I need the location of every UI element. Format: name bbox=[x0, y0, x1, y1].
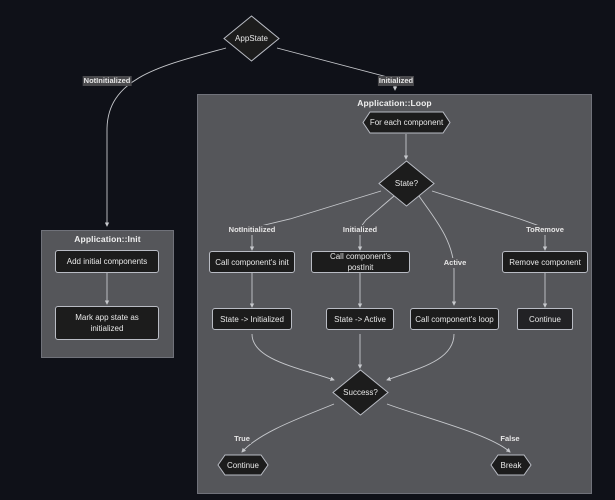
node-continue-remove[interactable]: Continue bbox=[517, 308, 573, 330]
node-for-each-component[interactable]: For each component bbox=[362, 111, 451, 134]
node-break-false-label: Break bbox=[500, 460, 522, 470]
subgraph-loop-title: Application::Loop bbox=[357, 98, 432, 108]
node-mark-app-state-label: Mark app state as initialized bbox=[75, 313, 139, 333]
node-success-question[interactable]: Success? bbox=[332, 369, 389, 416]
node-for-each-component-label: For each component bbox=[369, 118, 444, 127]
subgraph-application-loop: Application::Loop bbox=[197, 94, 592, 494]
node-success-question-label: Success? bbox=[343, 388, 378, 397]
edge-label-active-branch: Active bbox=[442, 258, 468, 268]
edge-label-to-remove-branch: ToRemove bbox=[525, 225, 565, 235]
node-state-to-initialized[interactable]: State -> Initialized bbox=[212, 308, 292, 330]
edge-label-true-branch: True bbox=[233, 434, 251, 444]
node-app-state-label: AppState bbox=[235, 34, 268, 43]
edge-label-initialized-branch: Initialized bbox=[341, 225, 379, 235]
edge-label-not-initialized-top: NotInitialized bbox=[82, 76, 132, 86]
node-state-to-active[interactable]: State -> Active bbox=[326, 308, 394, 330]
node-call-components-loop[interactable]: Call component's loop bbox=[410, 308, 499, 330]
node-state-to-initialized-label: State -> Initialized bbox=[220, 314, 284, 324]
node-continue-true[interactable]: Continue bbox=[217, 454, 269, 476]
node-call-components-init-label: Call component's init bbox=[215, 257, 289, 267]
node-continue-true-label: Continue bbox=[226, 460, 260, 470]
edge-label-initialized-top: Initialized bbox=[377, 76, 415, 86]
node-state-to-active-label: State -> Active bbox=[334, 314, 386, 324]
node-call-components-init[interactable]: Call component's init bbox=[209, 251, 295, 273]
node-remove-component[interactable]: Remove component bbox=[502, 251, 588, 273]
node-break-false[interactable]: Break bbox=[490, 454, 532, 476]
node-add-initial-components-label: Add initial components bbox=[66, 257, 148, 266]
node-call-components-postinit[interactable]: Call component's postInit bbox=[311, 251, 410, 273]
node-state-question[interactable]: State? bbox=[378, 160, 435, 207]
node-call-components-postinit-label: Call component's postInit bbox=[329, 252, 392, 272]
node-app-state[interactable]: AppState bbox=[223, 15, 280, 62]
node-continue-remove-label: Continue bbox=[528, 314, 562, 324]
node-remove-component-label: Remove component bbox=[509, 257, 581, 267]
node-call-components-loop-label: Call component's loop bbox=[415, 314, 494, 324]
node-state-question-label: State? bbox=[394, 179, 419, 188]
edge-label-false-branch: False bbox=[499, 434, 521, 444]
node-add-initial-components[interactable]: Add initial components bbox=[55, 250, 159, 273]
edge-label-not-initialized-branch: NotInitialized bbox=[227, 225, 277, 235]
subgraph-init-title: Application::Init bbox=[74, 234, 141, 244]
node-mark-app-state[interactable]: Mark app state as initialized bbox=[55, 306, 159, 340]
